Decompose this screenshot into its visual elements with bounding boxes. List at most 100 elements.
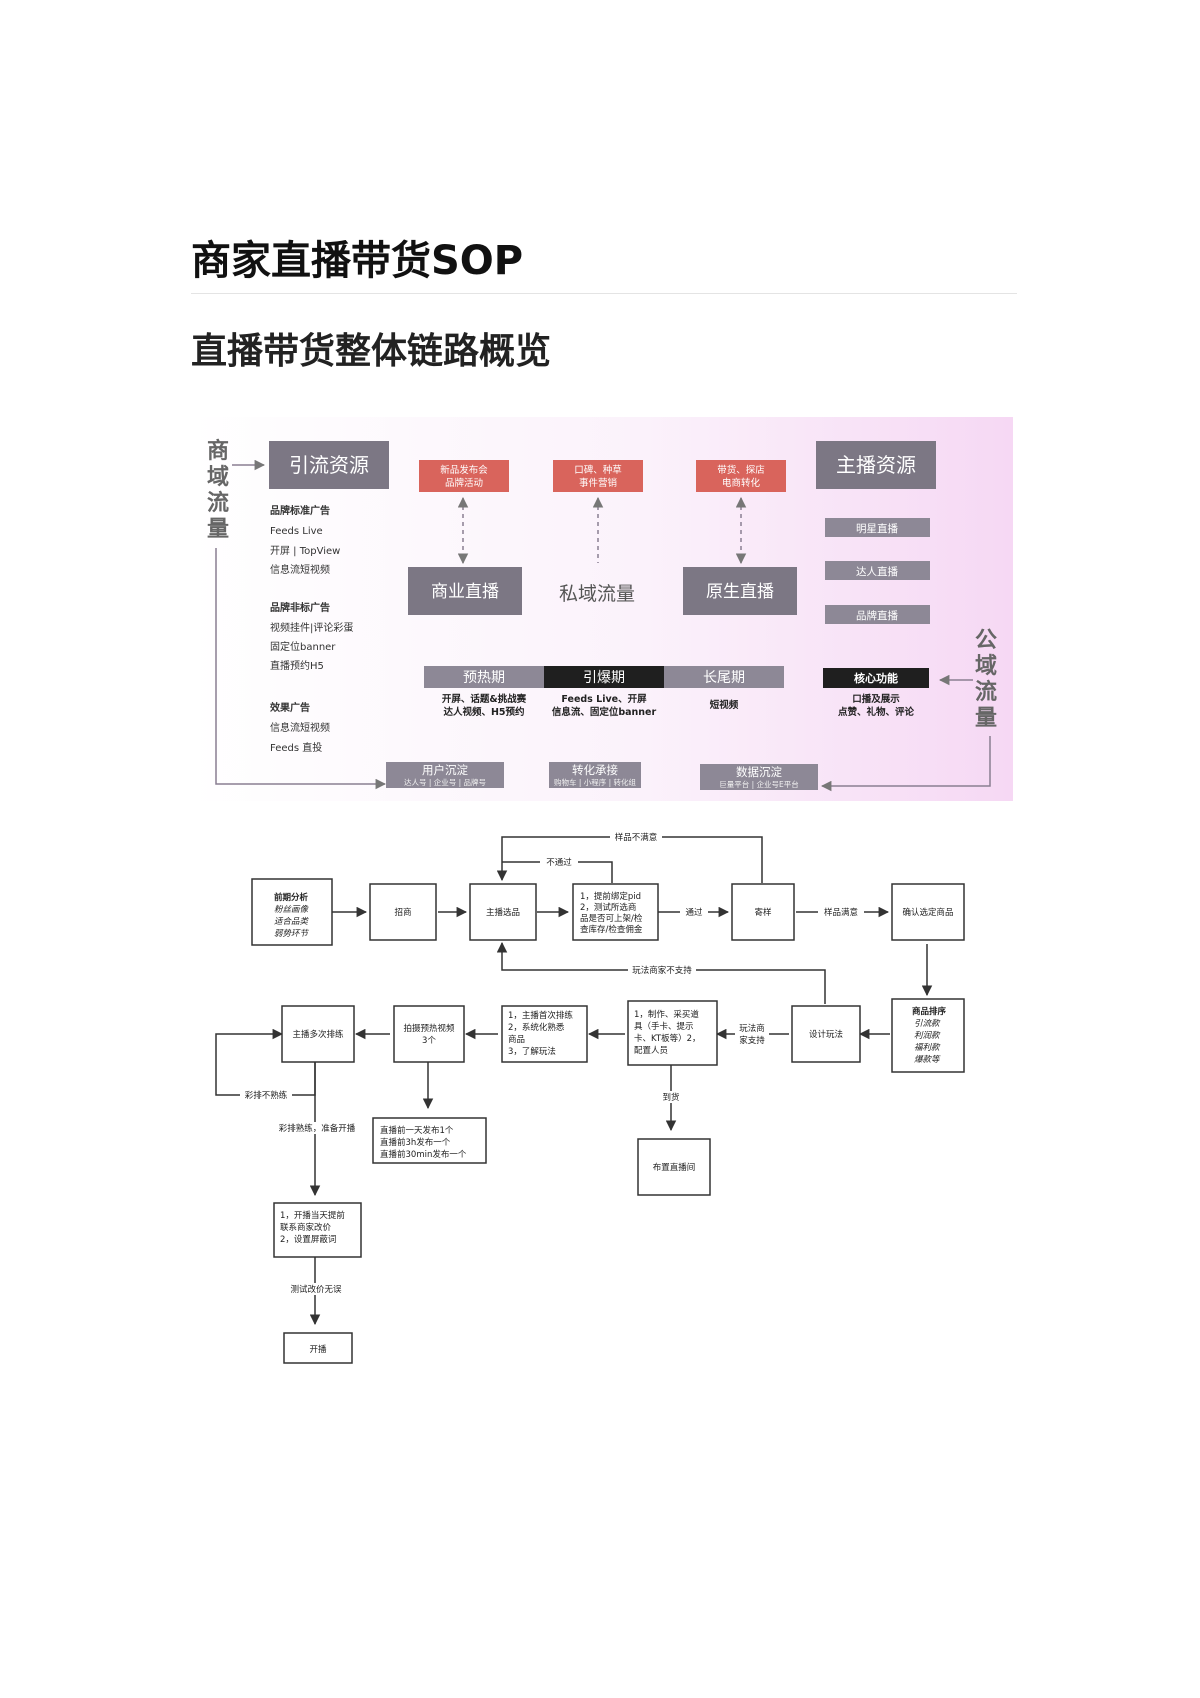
node-title: 商品排序 — [912, 1006, 947, 1017]
bottom-box — [549, 762, 641, 788]
bottom-box-desc: 达人号 | 企业号 | 品牌号 — [404, 777, 486, 787]
edge-label: 测试改价无误 — [290, 1284, 342, 1295]
ad-item: 视频挂件|评论彩蛋 — [270, 621, 353, 634]
make-box — [627, 1000, 718, 1066]
anchor-type-box — [825, 605, 930, 624]
red-tag-line: 新品发布会 — [440, 464, 488, 476]
edge-label: 彩排熟练，准备开播 — [279, 1123, 356, 1134]
edge-labels: 样品不满意 不通过 通过 样品满意 玩法商家不支持 玩法商 家支持 到货 彩排不… — [240, 831, 864, 1295]
bottom-box-title: 用户沉淀 — [422, 763, 468, 777]
phase-desc: Feeds Live、开屏 — [561, 694, 647, 705]
core-function-desc: 点赞、礼物、评论 — [838, 706, 915, 718]
edge-label: 玩法商家不支持 — [632, 965, 692, 976]
node-line: 福利款 — [914, 1042, 941, 1053]
phase-box — [664, 666, 784, 688]
node-line: 查库存/检查佣金 — [580, 924, 643, 935]
overview-diagram: 商 域 流 量 公 域 流 量 引流资源 主播资源 品牌标准广告 — [191, 417, 1013, 801]
node-line: 3，了解玩法 — [508, 1046, 556, 1057]
edge-label: 样品满意 — [824, 907, 858, 918]
node-line: 直播前30min发布一个 — [380, 1149, 467, 1160]
node-line: 2，系统化熟悉 — [508, 1022, 565, 1033]
red-tag — [553, 460, 643, 492]
commercial-live-label: 商业直播 — [431, 582, 499, 602]
ad-group-title: 品牌非标广告 — [270, 601, 330, 614]
anchor-resource-box — [816, 441, 936, 489]
bottom-boxes: 用户沉淀 达人号 | 企业号 | 品牌号 转化承接 购物车 | 小程序 | 转化… — [386, 762, 818, 790]
ad-item: 固定位banner — [270, 640, 336, 653]
sample-box — [731, 883, 795, 941]
red-tag — [696, 460, 786, 492]
select-box — [469, 883, 537, 941]
ad-item: 信息流短视频 — [270, 721, 330, 734]
right-char: 量 — [975, 706, 997, 731]
node-label: 布置直播间 — [653, 1162, 696, 1173]
node-label: 寄样 — [754, 907, 772, 918]
anchor-type-label: 达人直播 — [856, 565, 898, 578]
node-line: 直播前一天发布1个 — [380, 1125, 454, 1136]
anchor-type-label: 明星直播 — [856, 522, 898, 535]
red-tag — [419, 460, 509, 492]
phase-label: 长尾期 — [703, 670, 745, 686]
bottom-box — [386, 762, 504, 788]
node-line: 1，制作、采买道 — [634, 1009, 699, 1020]
anchor-resource-label: 主播资源 — [836, 453, 916, 477]
commercial-live-box — [408, 567, 522, 615]
left-char: 流 — [207, 490, 229, 516]
edge-label: 样品不满意 — [615, 832, 658, 843]
node-line: 联系商家改价 — [280, 1222, 332, 1233]
edge-label: 不通过 — [546, 857, 572, 868]
node-label: 招商 — [394, 907, 411, 918]
multi-rehearsal-box — [281, 1005, 355, 1063]
ad-item: Feeds Live — [270, 526, 323, 537]
node-line: 品是否可上架/检 — [580, 913, 643, 924]
ad-group-title: 品牌标准广告 — [270, 504, 330, 517]
edge-label: 彩排不熟练 — [245, 1090, 288, 1101]
left-char: 量 — [207, 517, 229, 542]
node-label: 设计玩法 — [809, 1029, 843, 1040]
section-heading: 直播带货整体链路概览 — [191, 331, 552, 372]
phase-desc: 开屏、话题&挑战赛 — [442, 693, 527, 705]
traffic-source-box — [269, 441, 389, 489]
ad-item: 直播预约H5 — [270, 659, 324, 672]
traffic-source-label: 引流资源 — [289, 453, 369, 477]
ad-group-title: 效果广告 — [270, 701, 310, 714]
product-sort-box — [891, 998, 965, 1073]
bottom-box-title: 数据沉淀 — [736, 765, 782, 779]
edge-label: 通过 — [685, 907, 703, 918]
edge-label: 到货 — [662, 1092, 680, 1103]
core-function-desc: 口播及展示 — [852, 693, 900, 705]
node-label: 确认选定商品 — [902, 907, 953, 918]
node-line: 配置人员 — [634, 1046, 668, 1056]
node-label: 主播多次排练 — [292, 1029, 344, 1040]
red-tag-line: 带货、探店 — [717, 464, 765, 476]
private-traffic-label: 私域流量 — [559, 583, 635, 605]
node-line: 拍摄预热视频 — [403, 1023, 455, 1034]
design-box — [791, 1005, 861, 1063]
title-divider — [191, 293, 1017, 294]
shoot-preheat-box — [393, 1005, 465, 1063]
confirm-box — [891, 883, 965, 941]
flow-text: 前期分析 粉丝画像 适合品类 弱势环节 招商 主播选品 1，提前绑定pid 2，… — [274, 891, 954, 1355]
node-line: 引流款 — [914, 1018, 941, 1029]
node-line: 2，测试所选商 — [580, 902, 636, 913]
recruit-box — [369, 883, 437, 941]
right-char: 公 — [975, 628, 997, 653]
red-tag-line: 口碑、种草 — [574, 464, 622, 476]
ad-item: 信息流短视频 — [270, 563, 330, 576]
edge-label: 家支持 — [739, 1035, 765, 1046]
anchor-type-box — [825, 561, 930, 580]
left-char: 商 — [207, 438, 229, 464]
bottom-box-title: 转化承接 — [572, 763, 618, 777]
start-box — [283, 1332, 353, 1364]
node-line: 1，开播当天提前 — [280, 1210, 345, 1221]
node-line: 卡、KT板等）2， — [634, 1033, 701, 1044]
node-line: 3个 — [422, 1036, 436, 1046]
check-box — [572, 883, 659, 941]
node-line: 利润款 — [914, 1030, 941, 1041]
ad-groups: 品牌标准广告 Feeds Live 开屏 | TopView 信息流短视频 品牌… — [270, 504, 353, 754]
phase-box — [424, 666, 544, 688]
right-char: 域 — [975, 653, 997, 679]
core-function-box — [823, 668, 929, 688]
publish-box — [372, 1117, 487, 1164]
